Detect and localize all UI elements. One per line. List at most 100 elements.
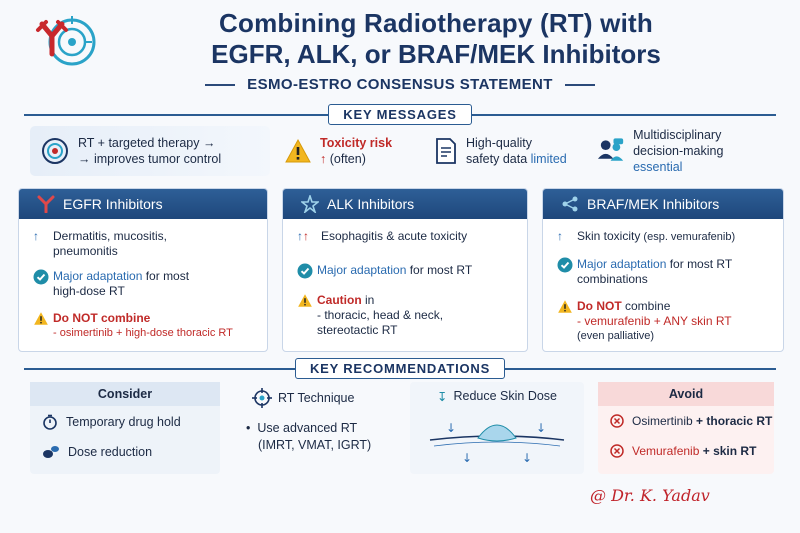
timer-icon — [43, 414, 57, 430]
km1-line1: RT + targeted therapy → — [78, 136, 216, 150]
braf-do-not-d: (even palliative) — [577, 330, 655, 342]
avoid-item-vemurafenib: Vemurafenib + skin RT — [610, 444, 756, 458]
rt-technique-header: RT Technique — [230, 386, 400, 410]
up-arrow-icon: ↑ — [557, 229, 563, 243]
egfr-toxicity-line1: Dermatitis, mucositis, — [53, 229, 168, 243]
egfr-panel-header: EGFR Inhibitors — [19, 189, 267, 219]
braf-toxicity-b: (esp. vemurafenib) — [640, 231, 736, 243]
alk-caution-a: Caution — [317, 293, 362, 307]
braf-adaptation-b: for most RT — [666, 257, 733, 271]
km3-line2b: limited — [530, 152, 567, 166]
alk-adaptation-b: for most RT — [406, 263, 473, 277]
key-recommendations-label: KEY RECOMMENDATIONS — [294, 358, 506, 379]
target-icon — [42, 138, 68, 164]
km2-line2: (often) — [329, 152, 366, 166]
warning-icon — [34, 312, 48, 325]
km3-line1: High-quality — [466, 136, 533, 150]
key-message-text: High-quality safety data limited — [466, 135, 567, 167]
antibody-icon — [37, 195, 55, 213]
egfr-title: EGFR Inhibitors — [63, 196, 163, 212]
skin-dose-illustration: ↓ ↓ ↓ ↓ — [429, 421, 565, 465]
alk-caution-row: Caution in - thoracic, head & neck, ster… — [297, 293, 519, 338]
alk-toxicity-row: ↑↑ Esophagitis & acute toxicity — [297, 229, 519, 244]
km2-line1: Toxicity risk — [320, 136, 393, 150]
braf-toxicity-a: Skin toxicity — [577, 229, 641, 243]
up-arrow-icon: ↑↑ — [297, 229, 309, 243]
rt-technique-line1: Use advanced RT — [257, 421, 358, 435]
braf-do-not-c: - vemurafenib + ANY skin RT — [577, 314, 732, 328]
svg-text:↓: ↓ — [446, 421, 456, 435]
avoid-item-1-rt: + thoracic RT — [692, 414, 773, 428]
egfr-adaptation-b: for most — [142, 269, 190, 283]
consider-card: Consider Temporary drug hold Dose reduct… — [30, 382, 220, 474]
page-title: Combining Radiotherapy (RT) with EGFR, A… — [96, 8, 776, 70]
author-signature: @ Dr. K. Yadav — [590, 486, 710, 505]
consider-item-1-label: Temporary drug hold — [66, 415, 181, 429]
subtitle-row: ESMO-ESTRO CONSENSUS STATEMENT — [0, 76, 800, 93]
alk-panel-header: ALK Inhibitors — [283, 189, 527, 219]
up-arrow-red-icon: ↑ — [303, 229, 309, 243]
avoid-item-1-drug: Osimertinib — [632, 414, 693, 428]
alk-adaptation-row: Major adaptation for most RT — [297, 263, 519, 279]
km4-line2a: decision-making — [633, 144, 724, 158]
cross-circle-icon — [610, 414, 624, 428]
km3-line2a: safety data — [466, 152, 531, 166]
star-icon — [301, 195, 319, 213]
svg-text:↓: ↓ — [522, 451, 532, 465]
svg-text:↓: ↓ — [536, 421, 546, 435]
check-circle-icon — [297, 263, 313, 279]
avoid-item-2-drug: Vemurafenib — [632, 444, 700, 458]
braf-panel: BRAF/MEK Inhibitors ↑ Skin toxicity (esp… — [542, 188, 784, 352]
rt-technique-title: RT Technique — [278, 391, 355, 405]
consider-item-drug-hold: Temporary drug hold — [42, 414, 181, 430]
title-line-2: EGFR, ALK, or BRAF/MEK Inhibitors — [211, 39, 661, 69]
key-message-multidisciplinary: Multidisciplinary decision-making essent… — [586, 126, 772, 176]
egfr-adaptation-row: Major adaptation for most high-dose RT — [33, 269, 259, 299]
rt-technique-line2: (IMRT, VMAT, IGRT) — [258, 438, 372, 452]
alk-title: ALK Inhibitors — [327, 196, 415, 212]
avoid-header: Avoid — [598, 382, 774, 406]
reduce-skin-dose-title: Reduce Skin Dose — [453, 389, 557, 403]
egfr-toxicity-line2: pneumonitis — [53, 244, 118, 258]
braf-do-not-b: combine — [621, 299, 671, 313]
check-circle-icon — [557, 257, 573, 273]
alk-caution-b: in — [361, 293, 375, 307]
svg-text:↓: ↓ — [462, 451, 472, 465]
key-recommendations-header: KEY RECOMMENDATIONS — [0, 358, 800, 379]
consider-item-2-label: Dose reduction — [68, 445, 153, 459]
consider-header: Consider — [30, 382, 220, 406]
key-message-text: Multidisciplinary decision-making essent… — [633, 127, 772, 175]
avoid-item-osimertinib: Osimertinib + thoracic RT — [610, 414, 772, 428]
km1-line2: → improves tumor control — [78, 152, 222, 166]
egfr-panel: EGFR Inhibitors ↑ Dermatitis, mucositis,… — [18, 188, 268, 352]
subtitle: ESMO-ESTRO CONSENSUS STATEMENT — [247, 76, 553, 93]
document-icon — [436, 138, 456, 164]
egfr-do-not-detail: - osimertinib + high-dose thoracic RT — [53, 327, 233, 339]
key-message-safety-data: High-quality safety data limited — [424, 126, 574, 176]
braf-adaptation-row: Major adaptation for most RT combination… — [557, 257, 775, 287]
braf-toxicity-row: ↑ Skin toxicity (esp. vemurafenib) — [557, 229, 775, 245]
key-message-toxicity: Toxicity risk ↑ (often) — [274, 126, 414, 176]
bullet: • — [246, 421, 251, 435]
key-messages-header: KEY MESSAGES — [0, 104, 800, 125]
braf-adaptation-c: combinations — [577, 272, 648, 286]
alk-caution-c: - thoracic, head & neck, — [317, 308, 444, 322]
egfr-adaptation-a: Major adaptation — [53, 269, 143, 283]
braf-title: BRAF/MEK Inhibitors — [587, 196, 720, 212]
egfr-adaptation-c: high-dose RT — [53, 284, 125, 298]
team-icon — [597, 138, 624, 161]
rt-technique-text: • Use advanced RT (IMRT, VMAT, IGRT) — [246, 420, 371, 454]
rt-technique-card: RT Technique • Use advanced RT (IMRT, VM… — [230, 382, 400, 474]
subtitle-rule-right — [564, 83, 595, 86]
key-messages-label: KEY MESSAGES — [328, 104, 472, 125]
warning-icon — [558, 300, 572, 313]
reduce-skin-dose-card: ↧ Reduce Skin Dose ↓ ↓ ↓ ↓ — [410, 382, 584, 474]
warning-icon — [285, 138, 311, 163]
egfr-toxicity-row: ↑ Dermatitis, mucositis, pneumonitis — [33, 229, 259, 259]
cross-circle-icon — [610, 444, 624, 458]
up-arrow-icon: ↑ — [320, 152, 327, 166]
braf-adaptation-a: Major adaptation — [577, 257, 667, 271]
braf-do-not-a: Do NOT — [577, 299, 622, 313]
egfr-do-not: Do NOT combine — [53, 311, 151, 325]
reduce-skin-dose-header: ↧ Reduce Skin Dose — [410, 384, 584, 408]
